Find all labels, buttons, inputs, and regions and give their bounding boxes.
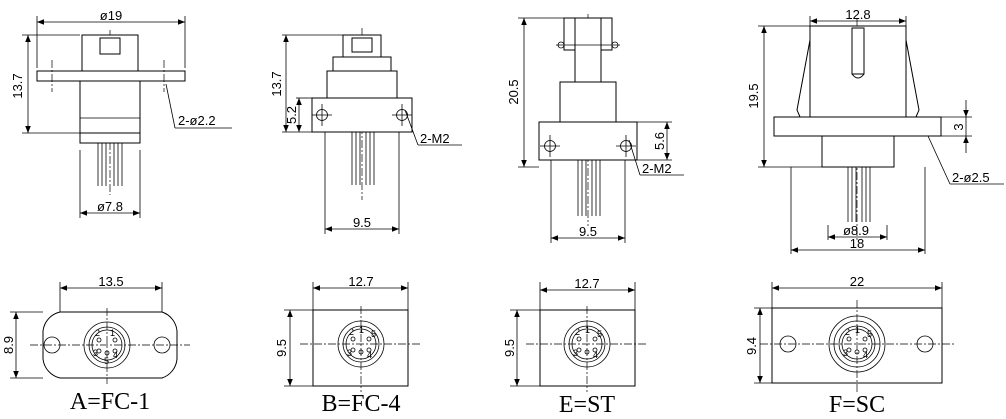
fc1-bottom-view: 13.5 8.9 2 1 3 4 5 (1, 274, 190, 384)
fc1-pin-label-4: 4 (113, 350, 118, 360)
st-pin-label-3: 3 (573, 348, 578, 358)
fc4-side-view: 13.7 5.2 2-M2 9.5 (269, 28, 462, 234)
sc-top-width-label: 12.8 (845, 7, 870, 22)
sc-flange-height-label: 3 (951, 123, 966, 130)
sc-caption: F=SC (829, 392, 885, 418)
st-bottom-height-label: 9.5 (502, 339, 517, 357)
sc-pin-label-2: 2 (845, 327, 850, 337)
sc-height-label: 19.5 (746, 83, 761, 108)
fc4-pin-label-2: 2 (349, 327, 354, 337)
fc1-body-width-label: ø7.8 (97, 199, 123, 214)
st-pin-label-5: 5 (597, 329, 602, 339)
st-flange-height-label: 5.6 (652, 132, 667, 150)
fc1-caption: A=FC-1 (70, 389, 150, 415)
st-pin-label-2: 2 (575, 327, 580, 337)
fc4-pin-label-1: 1 (359, 325, 364, 335)
fc1-hole-callout: 2-ø2.2 (178, 113, 216, 128)
st-hole-callout: 2-M2 (642, 161, 672, 176)
fc4-bottom-height-label: 9.5 (274, 339, 289, 357)
fc4-bottom-width-label: 12.7 (348, 274, 373, 289)
sc-bottom-height-label: 9.4 (744, 337, 759, 355)
st-pin-label-4: 4 (593, 350, 598, 360)
fc1-bottom-height-label: 8.9 (1, 336, 16, 354)
fc4-pin-label-5: 5 (371, 329, 376, 339)
fc1-side-view: ø19 13.7 2-ø2.2 ø7.8 (10, 8, 232, 218)
fc1-pin-label-3: 3 (93, 348, 98, 358)
fc4-width-label: 9.5 (353, 215, 371, 230)
fc1-top-width-label: ø19 (100, 8, 122, 23)
sc-width-label: 18 (850, 236, 864, 251)
sc-body-width-label: ø8.9 (843, 223, 869, 238)
fc1-pin-label-1: 1 (110, 328, 115, 338)
fc4-pin-label-3: 3 (347, 348, 352, 358)
fc1-height-label: 13.7 (10, 73, 25, 98)
st-side-view: 20.5 5.6 2-M2 9.5 (506, 14, 684, 243)
fc4-pin-label-4: 4 (367, 350, 372, 360)
st-bottom-width-label: 12.7 (574, 276, 599, 291)
fc4-bottom-view: 12.7 9.5 2 1 5 3 4 (274, 274, 420, 392)
fc4-caption: B=FC-4 (322, 391, 401, 417)
sc-side-view: 12.8 19.5 3 2-ø2.5 ø8.9 18 (746, 7, 1004, 254)
fc4-flange-height-label: 5.2 (284, 106, 299, 124)
sc-bottom-view: 22 9.4 2 1 5 3 4 (744, 274, 954, 392)
fc1-pin-label-5: 5 (104, 356, 109, 366)
sc-pin-label-4: 4 (863, 350, 868, 360)
st-height-label: 20.5 (506, 79, 521, 104)
sc-pin-label-5: 5 (867, 329, 872, 339)
fc1-bottom-width-label: 13.5 (98, 274, 123, 289)
sc-pin-label-3: 3 (843, 348, 848, 358)
sc-bottom-width-label: 22 (850, 274, 864, 289)
sc-hole-callout: 2-ø2.5 (952, 170, 990, 185)
st-width-label: 9.5 (579, 224, 597, 239)
st-caption: E=ST (559, 392, 616, 418)
sc-pin-label-1: 1 (855, 325, 860, 335)
fc4-height-label: 13.7 (269, 71, 284, 96)
st-bottom-view: 12.7 9.5 2 1 5 3 4 (502, 276, 648, 392)
fc1-pin-label-2: 2 (95, 328, 100, 338)
fc4-hole-callout: 2-M2 (420, 131, 450, 146)
st-pin-label-1: 1 (585, 325, 590, 335)
